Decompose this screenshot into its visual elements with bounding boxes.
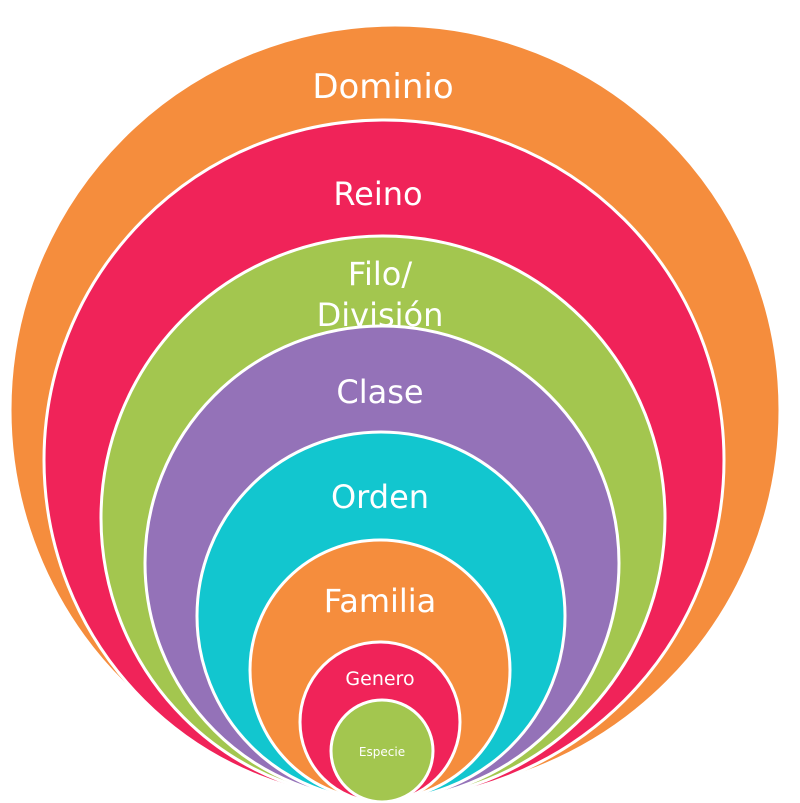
label-reino: Reino [333,175,422,213]
circle-especie [329,698,435,803]
label-division: División [317,296,444,334]
label-orden: Orden [331,478,429,516]
label-genero: Genero [345,668,414,690]
label-clase: Clase [336,373,423,411]
label-familia: Familia [324,582,437,620]
labels-group: Dominio Reino Filo/ División Clase Orden… [312,67,453,759]
label-especie: Especie [359,745,405,759]
label-dominio: Dominio [312,67,453,107]
label-filo: Filo/ [348,255,412,293]
circles-group [8,23,782,803]
